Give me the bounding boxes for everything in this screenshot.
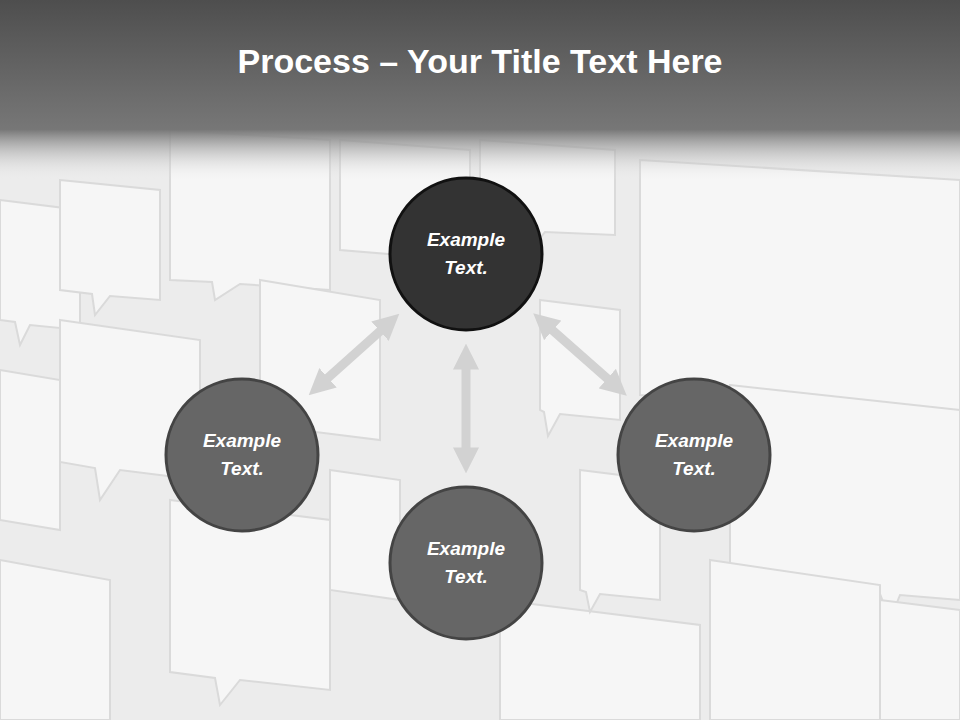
process-circle: Example Text. bbox=[388, 176, 544, 332]
bubble bbox=[330, 470, 400, 600]
double-arrow bbox=[316, 321, 391, 388]
process-circle: Example Text. bbox=[164, 377, 320, 533]
bubble bbox=[710, 560, 880, 720]
double-arrow bbox=[541, 320, 619, 389]
circle-outline bbox=[388, 176, 544, 332]
process-circle: Example Text. bbox=[616, 377, 772, 533]
node-label: Example Text. bbox=[416, 226, 516, 283]
bubble bbox=[0, 560, 110, 720]
circle-shape bbox=[166, 379, 318, 531]
circle-outline bbox=[164, 377, 320, 533]
node-label: Example Text. bbox=[192, 427, 292, 484]
header-band bbox=[0, 0, 960, 180]
circle-shape bbox=[390, 178, 542, 330]
node-label: Example Text. bbox=[644, 427, 744, 484]
process-circle: Example Text. bbox=[388, 485, 544, 641]
bubble bbox=[880, 600, 960, 720]
bubble bbox=[500, 600, 700, 720]
slide-title: Process – Your Title Text Here bbox=[0, 42, 960, 81]
speech-bubbles bbox=[0, 130, 960, 720]
bubble bbox=[0, 370, 60, 530]
bubble bbox=[540, 300, 620, 436]
circle-shape bbox=[618, 379, 770, 531]
circle-outline bbox=[388, 485, 544, 641]
circle-shape bbox=[390, 487, 542, 639]
circle-outline bbox=[616, 377, 772, 533]
bubble bbox=[60, 180, 160, 315]
node-label: Example Text. bbox=[416, 535, 516, 592]
double-arrow bbox=[462, 354, 471, 463]
